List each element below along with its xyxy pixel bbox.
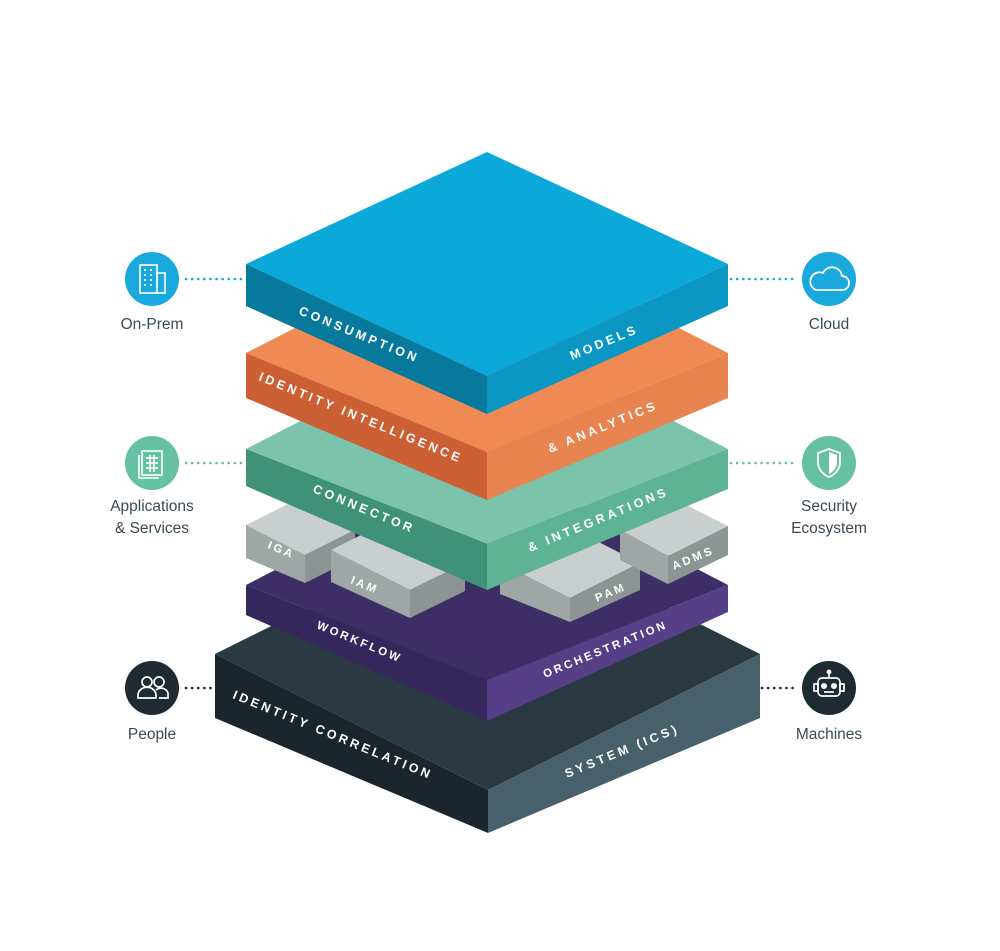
connector-left-face xyxy=(246,449,487,590)
iga-right-face xyxy=(305,530,355,583)
cloud-icon xyxy=(809,266,850,291)
workflow-left-face xyxy=(246,585,487,721)
people-node: People xyxy=(125,661,179,743)
ics-right-face xyxy=(488,654,760,833)
on-prem-label: On-Prem xyxy=(121,316,184,333)
intelligence-left-face xyxy=(246,353,487,500)
security-label-line2: Ecosystem xyxy=(791,520,867,537)
building-icon xyxy=(139,264,166,294)
on-prem-node: On-Prem xyxy=(121,252,184,333)
security-label-line1: Security xyxy=(801,498,857,515)
building-icon-circle xyxy=(125,252,179,306)
cloud-node: Cloud xyxy=(802,252,856,333)
apps-label-line2: & Services xyxy=(115,520,189,537)
iga-left-face xyxy=(246,525,305,583)
people-label: People xyxy=(128,726,176,743)
cloud-icon-circle xyxy=(802,252,856,306)
people-icon xyxy=(137,676,169,699)
machines-node: Machines xyxy=(796,661,863,743)
pam-right-face xyxy=(570,563,640,622)
iam-left-face xyxy=(331,550,410,618)
robot-icon xyxy=(813,669,845,697)
adms-left-face xyxy=(620,530,668,584)
cloud-label: Cloud xyxy=(809,316,850,333)
workflow-right-face xyxy=(487,585,728,721)
grid-document-icon xyxy=(138,450,163,479)
intelligence-right-face xyxy=(487,353,728,500)
shield-icon-fill xyxy=(829,452,837,474)
security-node: Security Ecosystem xyxy=(791,436,867,537)
apps-label-line1: Applications xyxy=(110,498,194,515)
pam-left-face xyxy=(500,563,570,622)
connector-right-face xyxy=(487,449,728,590)
connector-lines xyxy=(184,277,800,690)
shield-icon xyxy=(817,448,841,478)
machines-label: Machines xyxy=(796,726,863,743)
iga-top-face xyxy=(246,500,355,555)
iam-top-face xyxy=(331,523,465,590)
adms-right-face xyxy=(668,526,728,584)
iam-right-face xyxy=(410,563,465,618)
consumption-layer: CONSUMPTION MODELS xyxy=(246,152,728,414)
pam-top-face xyxy=(500,530,640,598)
robot-icon-circle xyxy=(802,661,856,715)
adms-top-face xyxy=(620,502,728,556)
apps-node: Applications & Services xyxy=(110,436,194,537)
consumption-left-face xyxy=(246,264,487,414)
module-blocks: IGA IAM PAM ADMS xyxy=(246,500,728,622)
consumption-right-face xyxy=(487,264,728,414)
ics-left-face xyxy=(215,654,488,833)
